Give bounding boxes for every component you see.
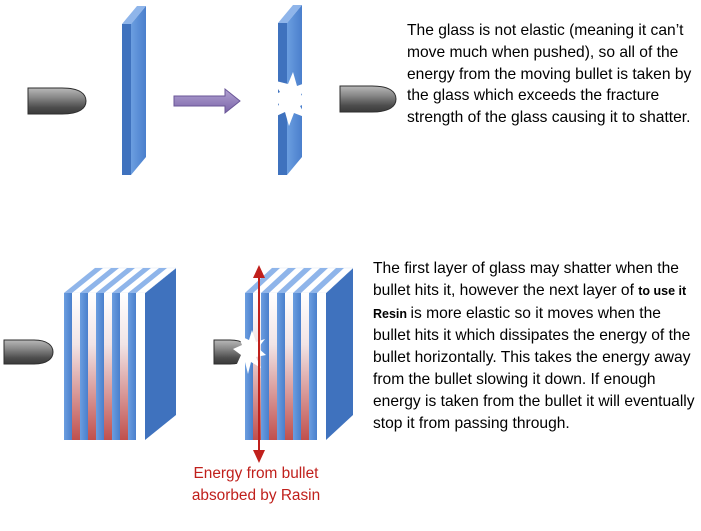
laminated-glass-impacted <box>233 267 354 440</box>
energy-caption: Energy from bullet absorbed by Rasin <box>191 465 321 504</box>
bottom-text-bold: to use it Resin <box>373 283 687 321</box>
bottom-text-part-2: is more elastic so it moves when the bul… <box>373 304 695 432</box>
laminated-glass-intact <box>63 267 177 440</box>
energy-arrow <box>253 265 265 463</box>
bullet-top-right <box>339 85 397 113</box>
purple-arrow <box>173 87 241 115</box>
bottom-text-part-1: The first layer of glass may shatter whe… <box>373 260 679 299</box>
glass-pane-shattered <box>268 5 313 175</box>
top-strips-intact <box>64 268 167 293</box>
top-explanation-text: The glass is not elastic (meaning it can… <box>407 22 692 127</box>
bullet-top-left <box>27 87 87 115</box>
top-strips-impacted <box>245 268 344 293</box>
glass-pane-intact <box>122 6 146 175</box>
bullet-bottom-left <box>3 339 54 365</box>
bottom-explanation-text: The first layer of glass may shatter whe… <box>373 258 698 434</box>
